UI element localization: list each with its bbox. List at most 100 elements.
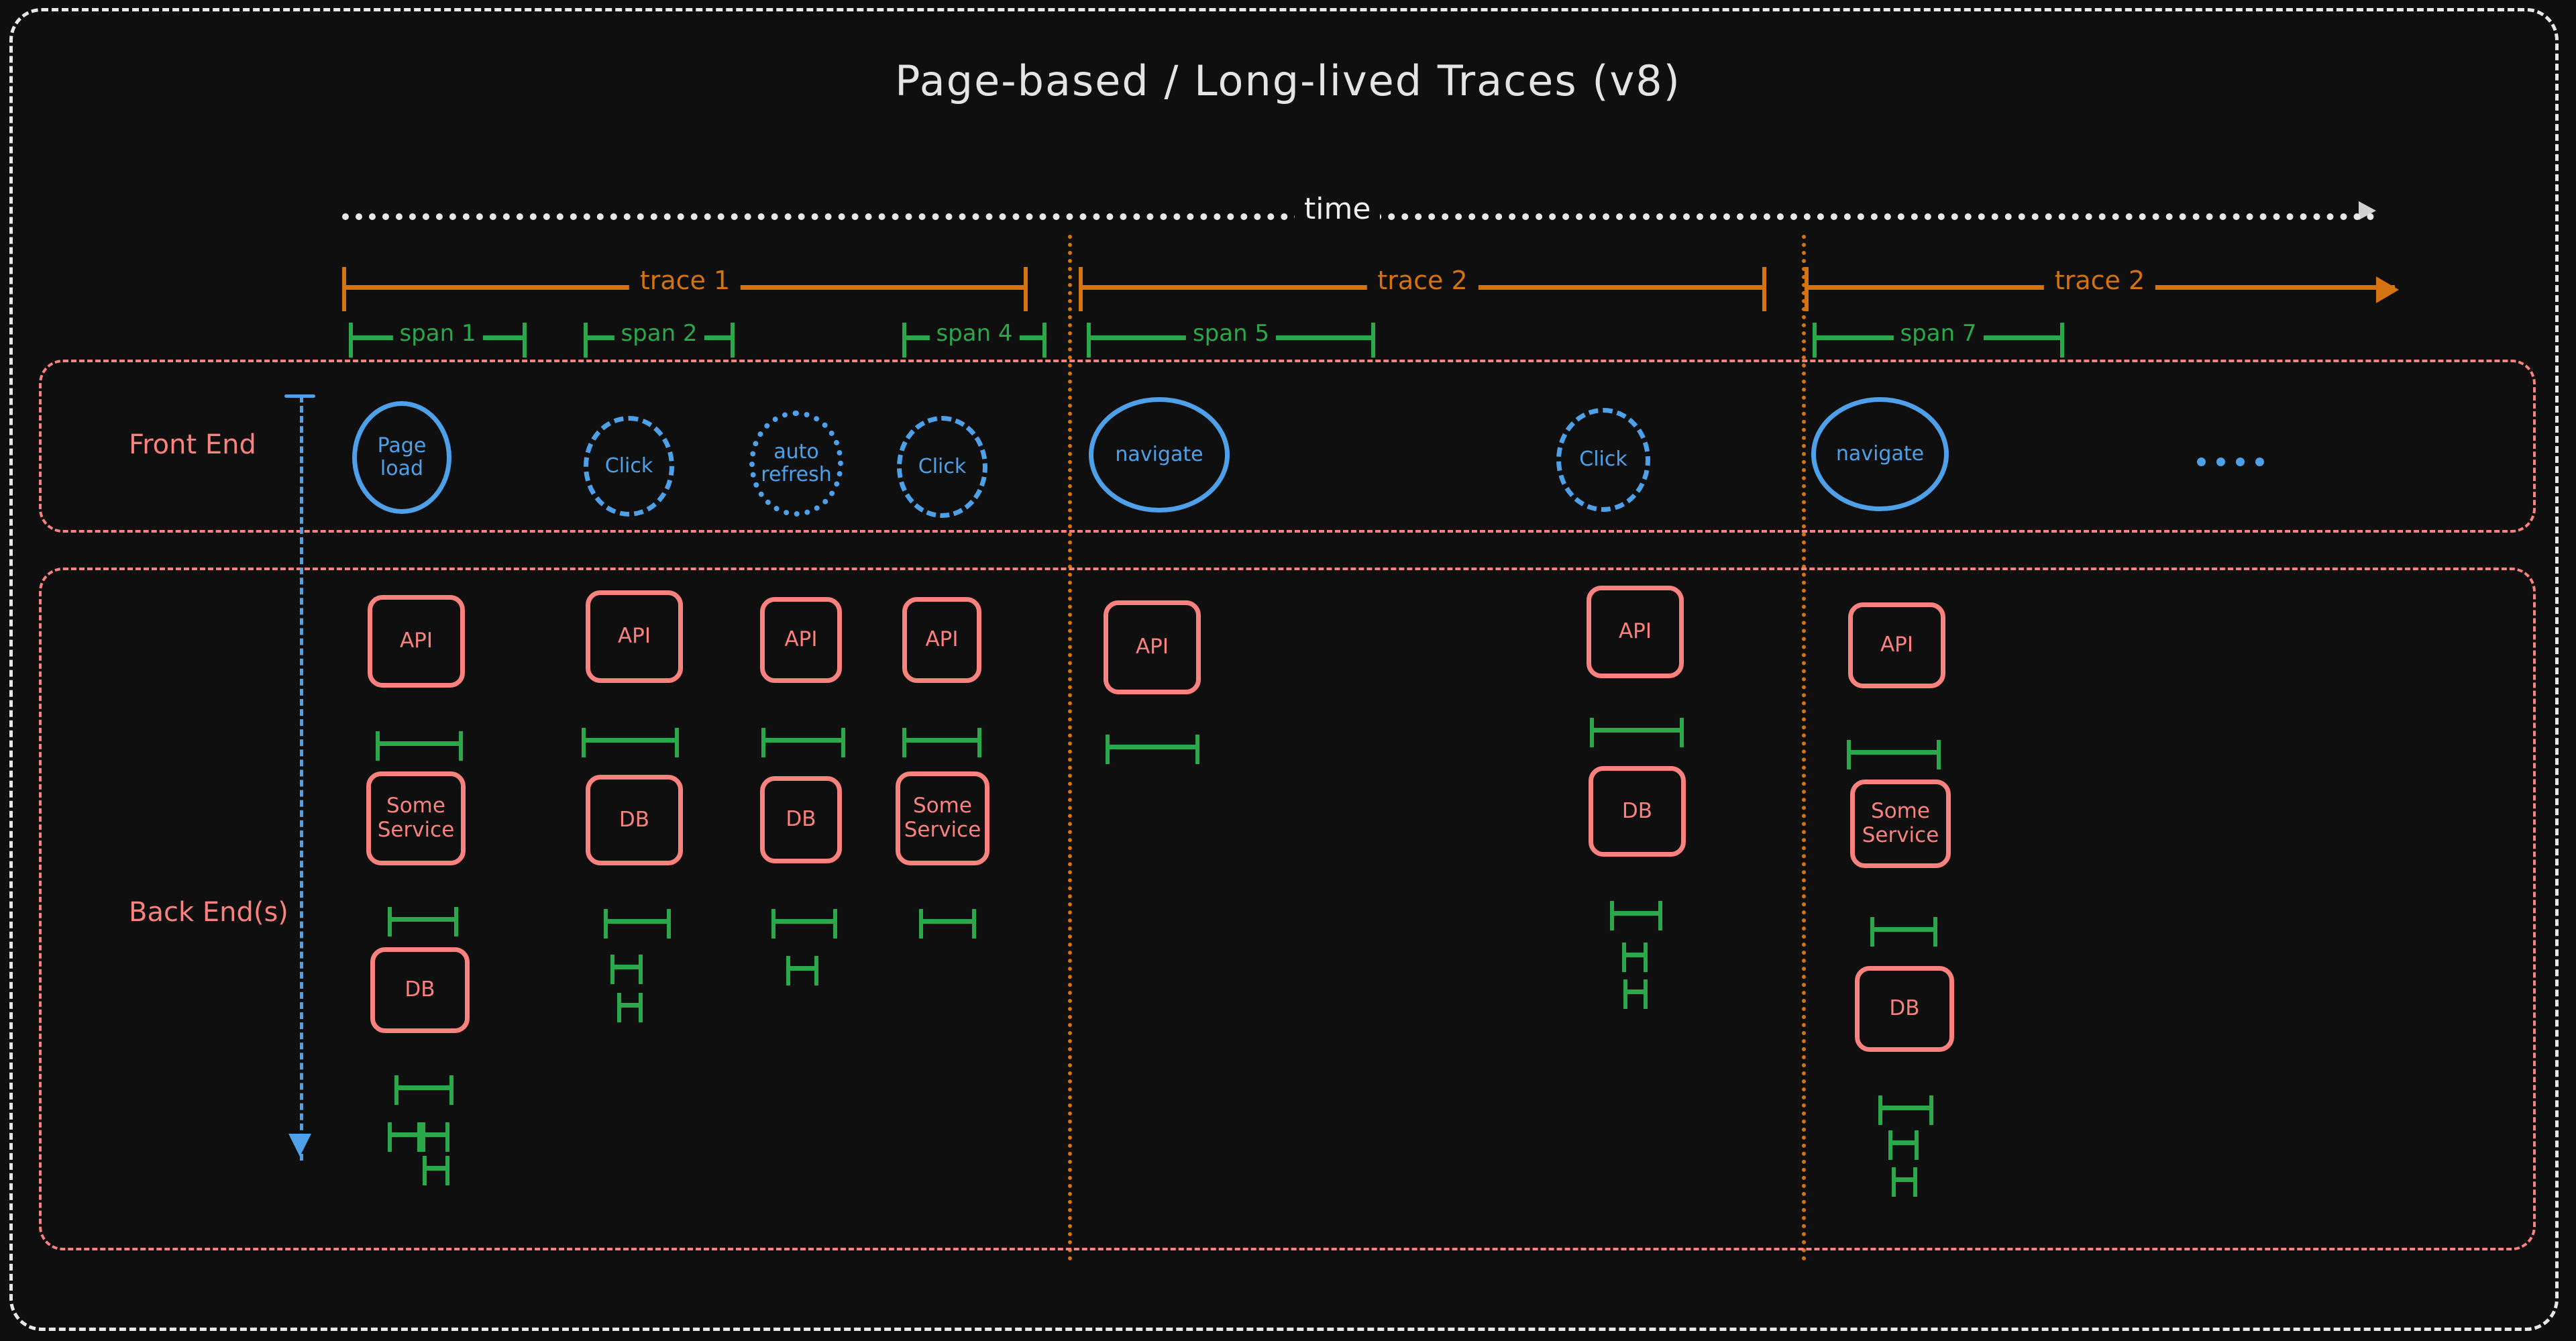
node-label: API — [1135, 635, 1169, 659]
column-4-span-bar-2[interactable] — [919, 909, 976, 938]
bar-cap-right — [972, 909, 976, 938]
column-3-node-db[interactable]: DB — [760, 776, 842, 863]
column-2-span-bar-3[interactable] — [610, 955, 643, 984]
column-6-span-bar-3[interactable] — [1622, 943, 1648, 972]
trace-cap-left — [342, 267, 346, 311]
column-6-node-api[interactable]: API — [1587, 586, 1684, 678]
node-label: DB — [786, 807, 816, 832]
column-1-span-bar-5[interactable] — [421, 1122, 449, 1152]
column-3-span-bar-2[interactable] — [771, 909, 837, 938]
frontend-more-ellipsis-icon — [2197, 458, 2264, 466]
bar-cap-right — [1680, 718, 1684, 747]
bar-cap-right — [417, 1122, 421, 1152]
column-7-span-bar-5[interactable] — [1892, 1167, 1917, 1197]
bar-cap-right — [639, 955, 643, 984]
column-2-span-bar-2[interactable] — [604, 909, 671, 938]
node-label: API — [1880, 633, 1914, 657]
column-2-node-db[interactable]: DB — [586, 775, 683, 865]
column-6-span-bar-1[interactable] — [1590, 718, 1684, 747]
column-2-node-api[interactable]: API — [586, 590, 683, 683]
span-bar-5[interactable]: span 7 — [1813, 320, 2064, 358]
frontend-event-click-2[interactable]: Click — [584, 416, 674, 517]
column-5-span-bar-1[interactable] — [1106, 735, 1199, 764]
span-cap-left — [1813, 323, 1817, 358]
column-1-span-bar-6[interactable] — [423, 1156, 449, 1185]
column-7-span-bar-2[interactable] — [1870, 917, 1937, 947]
frontend-event-label: navigate — [1115, 442, 1203, 466]
bar-cap-right — [833, 909, 837, 938]
column-7-node-some-service[interactable]: Some Service — [1850, 780, 1951, 868]
column-1-node-some-service[interactable]: Some Service — [366, 771, 466, 865]
bar-cap-left — [1870, 917, 1874, 947]
trace-bar-3[interactable]: trace 2 — [1805, 266, 2399, 311]
trace-cap-left — [1079, 267, 1083, 311]
lane-frontend-label: Front End — [129, 429, 256, 460]
column-2-span-bar-4[interactable] — [617, 993, 643, 1022]
frontend-event-label: Click — [1579, 447, 1627, 472]
column-4-span-bar-1[interactable] — [902, 728, 981, 757]
column-7-span-bar-1[interactable] — [1847, 740, 1941, 769]
column-1-node-db[interactable]: DB — [370, 947, 470, 1033]
frontend-event-label: Click — [918, 454, 967, 478]
column-7-span-bar-3[interactable] — [1878, 1095, 1933, 1125]
bar-cap-left — [1892, 1167, 1896, 1197]
column-4-node-some-service[interactable]: Some Service — [896, 771, 989, 865]
bar-cap-left — [582, 728, 586, 757]
trace-divider-1 — [1068, 235, 1072, 1261]
frontend-event-auto-refresh-3[interactable]: auto refresh — [749, 411, 843, 517]
span-bar-1[interactable]: span 1 — [349, 320, 527, 358]
frontend-event-click-4[interactable]: Click — [897, 416, 987, 518]
column-4-node-api[interactable]: API — [902, 597, 981, 683]
trace-bar-2[interactable]: trace 2 — [1079, 266, 1766, 311]
bar-cap-left — [761, 728, 765, 757]
trace-bar-1[interactable]: trace 1 — [342, 266, 1028, 311]
frontend-event-click-6[interactable]: Click — [1556, 408, 1650, 512]
frontend-event-navigate-7[interactable]: navigate — [1811, 397, 1949, 511]
column-6-span-bar-2[interactable] — [1610, 901, 1662, 930]
span-bar-3[interactable]: span 4 — [902, 320, 1046, 358]
span-label: span 2 — [614, 320, 704, 347]
column-7-node-db[interactable]: DB — [1855, 966, 1954, 1052]
bar-cap-left — [421, 1122, 425, 1152]
column-6-span-bar-4[interactable] — [1623, 979, 1648, 1009]
bar-cap-left — [771, 909, 775, 938]
lane-backend — [39, 568, 2536, 1250]
bar-cap-left — [388, 1122, 392, 1152]
column-1-span-bar-1[interactable] — [376, 731, 463, 761]
frontend-event-label: Click — [604, 453, 653, 478]
column-2-span-bar-1[interactable] — [582, 728, 679, 757]
frontend-event-label: navigate — [1835, 441, 1925, 466]
trace-label: trace 1 — [629, 266, 741, 295]
node-label: API — [784, 627, 818, 652]
column-6-node-db[interactable]: DB — [1589, 766, 1686, 857]
column-3-span-bar-1[interactable] — [761, 728, 845, 757]
bar-cap-right — [1644, 943, 1648, 972]
column-1-span-bar-2[interactable] — [388, 907, 458, 936]
span-bar-4[interactable]: span 5 — [1087, 320, 1375, 358]
column-3-span-bar-3[interactable] — [786, 956, 818, 985]
column-1-node-api[interactable]: API — [368, 595, 465, 688]
column-7-span-bar-4[interactable] — [1888, 1130, 1919, 1160]
frontend-event-page-load-1[interactable]: Page load — [352, 401, 451, 514]
span-cap-left — [584, 323, 588, 358]
frontend-arrow-line — [300, 396, 303, 1161]
frontend-event-navigate-5[interactable]: navigate — [1089, 397, 1230, 513]
time-axis-arrow-icon — [2359, 201, 2376, 220]
column-7-node-api[interactable]: API — [1848, 602, 1945, 688]
bar-cap-left — [604, 909, 608, 938]
column-1-span-bar-3[interactable] — [394, 1075, 453, 1105]
column-5-node-api[interactable]: API — [1104, 600, 1201, 694]
node-label: Some Service — [904, 794, 981, 842]
span-cap-left — [349, 323, 353, 358]
span-bar-2[interactable]: span 2 — [584, 320, 735, 358]
bar-cap-left — [423, 1156, 427, 1185]
column-1-span-bar-4[interactable] — [388, 1122, 421, 1152]
trace-arrow-head-icon — [2376, 276, 2399, 303]
bar-cap-right — [841, 728, 845, 757]
trace-cap-right — [1024, 267, 1028, 311]
column-3-node-api[interactable]: API — [760, 597, 842, 683]
span-cap-right — [1371, 323, 1375, 358]
bar-cap-left — [388, 907, 392, 936]
bar-cap-right — [1913, 1167, 1917, 1197]
